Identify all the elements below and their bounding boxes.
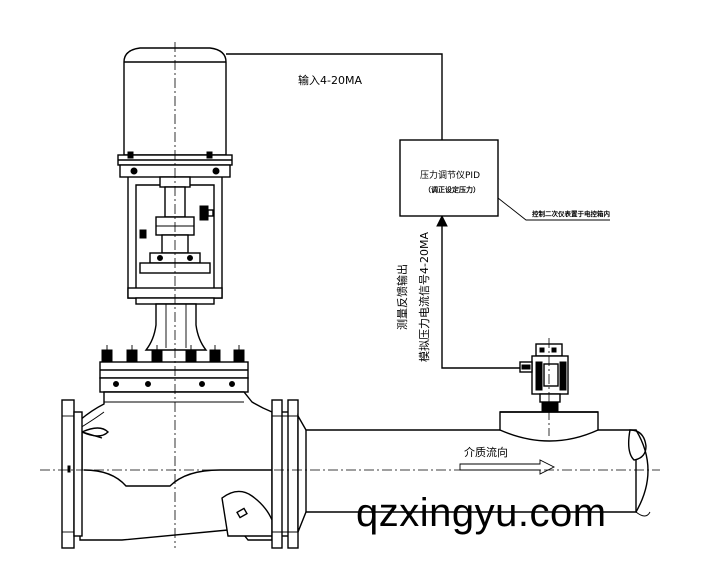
flow-direction-label: 介质流向 bbox=[464, 445, 508, 459]
outlet-pipe bbox=[297, 413, 651, 533]
flow-direction-indicator: 介质流向 bbox=[459, 445, 556, 475]
pid-label-line2: （调正设定压力） bbox=[424, 185, 480, 194]
feedback-output-label: 测量反馈输出 bbox=[395, 264, 409, 330]
watermark: qzxingyu.com bbox=[356, 491, 607, 535]
pressure-transmitter bbox=[519, 343, 569, 413]
pid-controller: 压力调节仪PID （调正设定压力） bbox=[399, 139, 499, 217]
pid-label-line1: 压力调节仪PID bbox=[420, 169, 480, 181]
valve-body bbox=[79, 391, 273, 541]
left-pipe-flange bbox=[61, 399, 83, 549]
side-note-label: 控制二次仪表置于电控箱内 bbox=[532, 209, 610, 218]
center-lines bbox=[40, 42, 660, 548]
flow-arrow-icon bbox=[459, 459, 556, 475]
bonnet-flange bbox=[99, 345, 249, 393]
analog-signal-label: 模拟压力电流信号4-20MA bbox=[417, 232, 431, 362]
signal-wiring bbox=[226, 53, 610, 369]
input-signal-label: 输入4-20MA bbox=[298, 73, 362, 87]
right-pipe-flange bbox=[271, 399, 299, 549]
valve-bonnet bbox=[144, 303, 208, 351]
